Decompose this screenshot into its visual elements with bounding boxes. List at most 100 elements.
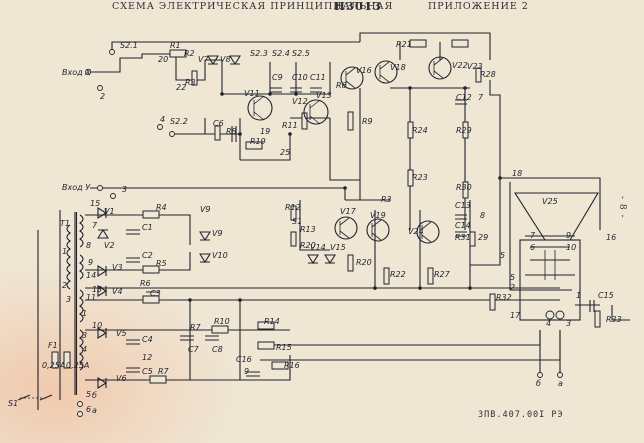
- node-22-label: 22: [176, 83, 186, 92]
- r15-label: R15: [276, 343, 292, 352]
- terminal-2-label: 2: [100, 92, 105, 101]
- fuse-rating-1: 0,25А: [42, 361, 65, 370]
- crt-pin-6-label: 6: [530, 243, 535, 252]
- crt-pin-3-label: 3: [566, 319, 571, 328]
- input-y-label: Вход У: [62, 183, 91, 192]
- s1-switch-label: S1: [292, 217, 302, 226]
- f1-label: F1: [48, 341, 58, 350]
- v6-label: V6: [116, 374, 127, 383]
- r4-label: R4: [156, 203, 167, 212]
- v8-label: V8: [220, 55, 231, 64]
- node-13-label: 13: [92, 285, 102, 294]
- primary-pin-2-label: 2: [62, 281, 67, 290]
- v25-label: V25: [542, 197, 558, 206]
- terminal-a-right: б: [536, 379, 541, 388]
- c4-label: C4: [142, 335, 153, 344]
- r1-label: R1: [170, 41, 181, 50]
- node-18-label: 18: [512, 169, 522, 178]
- t1-pin-8-label: 8: [86, 241, 91, 250]
- c12-label: C12: [456, 93, 472, 102]
- s22-label: S2.2: [170, 117, 188, 126]
- diodes: [97, 55, 336, 389]
- crt-pin-7-label: 7: [530, 231, 536, 240]
- node-29-label: 29: [478, 233, 488, 242]
- r7b-label: R7: [190, 323, 202, 332]
- terminal-5-label: 5: [86, 390, 91, 399]
- r7-label: R7: [158, 367, 170, 376]
- r21-label: R21: [396, 40, 412, 49]
- v9b-label: V9: [212, 229, 223, 238]
- fuses: [51, 351, 71, 369]
- t1-pin-7-label: 7: [92, 221, 98, 230]
- v18-label: V18: [390, 63, 406, 72]
- node-16-label: 16: [606, 233, 616, 242]
- c13-label: C13: [455, 201, 471, 210]
- crt-pin-2-label: 2: [510, 283, 515, 292]
- c1-label: C1: [142, 223, 153, 232]
- c11-label: C11: [310, 73, 326, 82]
- v1-label: V1: [104, 207, 115, 216]
- crt-pin-9-label: 9: [566, 231, 571, 240]
- power-switch: [17, 394, 53, 401]
- v12-label: V12: [292, 97, 308, 106]
- r8-label: R8: [226, 127, 237, 136]
- v24-label: V24: [408, 227, 424, 236]
- s1-power-label: S1: [8, 399, 18, 408]
- r12-label: R12: [285, 203, 301, 212]
- v23-label: V23: [467, 62, 483, 71]
- labels: Вход X 2 Вход У 3 4 5 6 б а б а S2.1 R1 …: [8, 40, 622, 415]
- crt-tube: [513, 192, 599, 321]
- r33-label: R33: [606, 315, 622, 324]
- appendix-label: ПРИЛОЖЕНИЕ 2: [428, 1, 529, 12]
- model-number: Н3013: [334, 0, 382, 13]
- t1-pin-9-label: 9: [88, 258, 93, 267]
- r24-label: R24: [412, 126, 428, 135]
- c8-label: C8: [212, 345, 223, 354]
- c2-label: C2: [142, 251, 153, 260]
- t1-pin-3-label: 3: [82, 331, 87, 340]
- terminal-b-left: а: [92, 406, 97, 415]
- junctions: [188, 86, 502, 302]
- v16-label: V16: [356, 66, 372, 75]
- s24-label: S2.4: [272, 49, 290, 58]
- r16-label: R16: [284, 361, 300, 370]
- r27-label: R27: [434, 270, 451, 279]
- schematic-title: СХЕМА ЭЛЕКТРИЧЕСКАЯ ПРИНЦИПИАЛЬНАЯ: [112, 1, 394, 12]
- r30-label: R30: [456, 183, 472, 192]
- c10-label: C10: [292, 73, 308, 82]
- pin-9-label: 9: [244, 367, 249, 376]
- node-15-label: 15: [90, 199, 100, 208]
- s21-label: S2.1: [120, 41, 138, 50]
- v2-label: V2: [104, 241, 115, 250]
- crt-pin-4-label: 4: [546, 319, 551, 328]
- r14-label: R14: [264, 317, 280, 326]
- node-20-label: 20: [158, 55, 168, 64]
- r13-label: R13: [300, 225, 316, 234]
- r19-label: R19: [250, 137, 266, 146]
- r6b-label: R6: [140, 279, 151, 288]
- r10-label: R10: [214, 317, 230, 326]
- v13-label: V13: [316, 91, 332, 100]
- r32-label: R32: [496, 293, 512, 302]
- v5-label: V5: [116, 329, 127, 338]
- primary-pin-1-label: 1: [62, 247, 67, 256]
- c7-label: C7: [188, 345, 200, 354]
- v14-label: V14: [310, 243, 326, 252]
- c3-label: C3: [150, 289, 161, 298]
- node-17-label: 17: [510, 311, 521, 320]
- c5-label: C5: [142, 367, 153, 376]
- page-number: - 8 -: [617, 196, 627, 219]
- r3b-label: R3: [381, 195, 392, 204]
- v22-label: V22: [452, 61, 468, 70]
- terminal-4-label: 4: [160, 115, 165, 124]
- v10-label: V10: [212, 251, 228, 260]
- s23-label: S2.3: [250, 49, 268, 58]
- r3-label: R3: [185, 78, 196, 87]
- pin-7-label: 7: [478, 93, 484, 102]
- r9-label: R9: [362, 117, 373, 126]
- v15-label: V15: [330, 243, 346, 252]
- t1-pin-4-label: 4: [82, 345, 87, 354]
- resistors: [142, 39, 601, 384]
